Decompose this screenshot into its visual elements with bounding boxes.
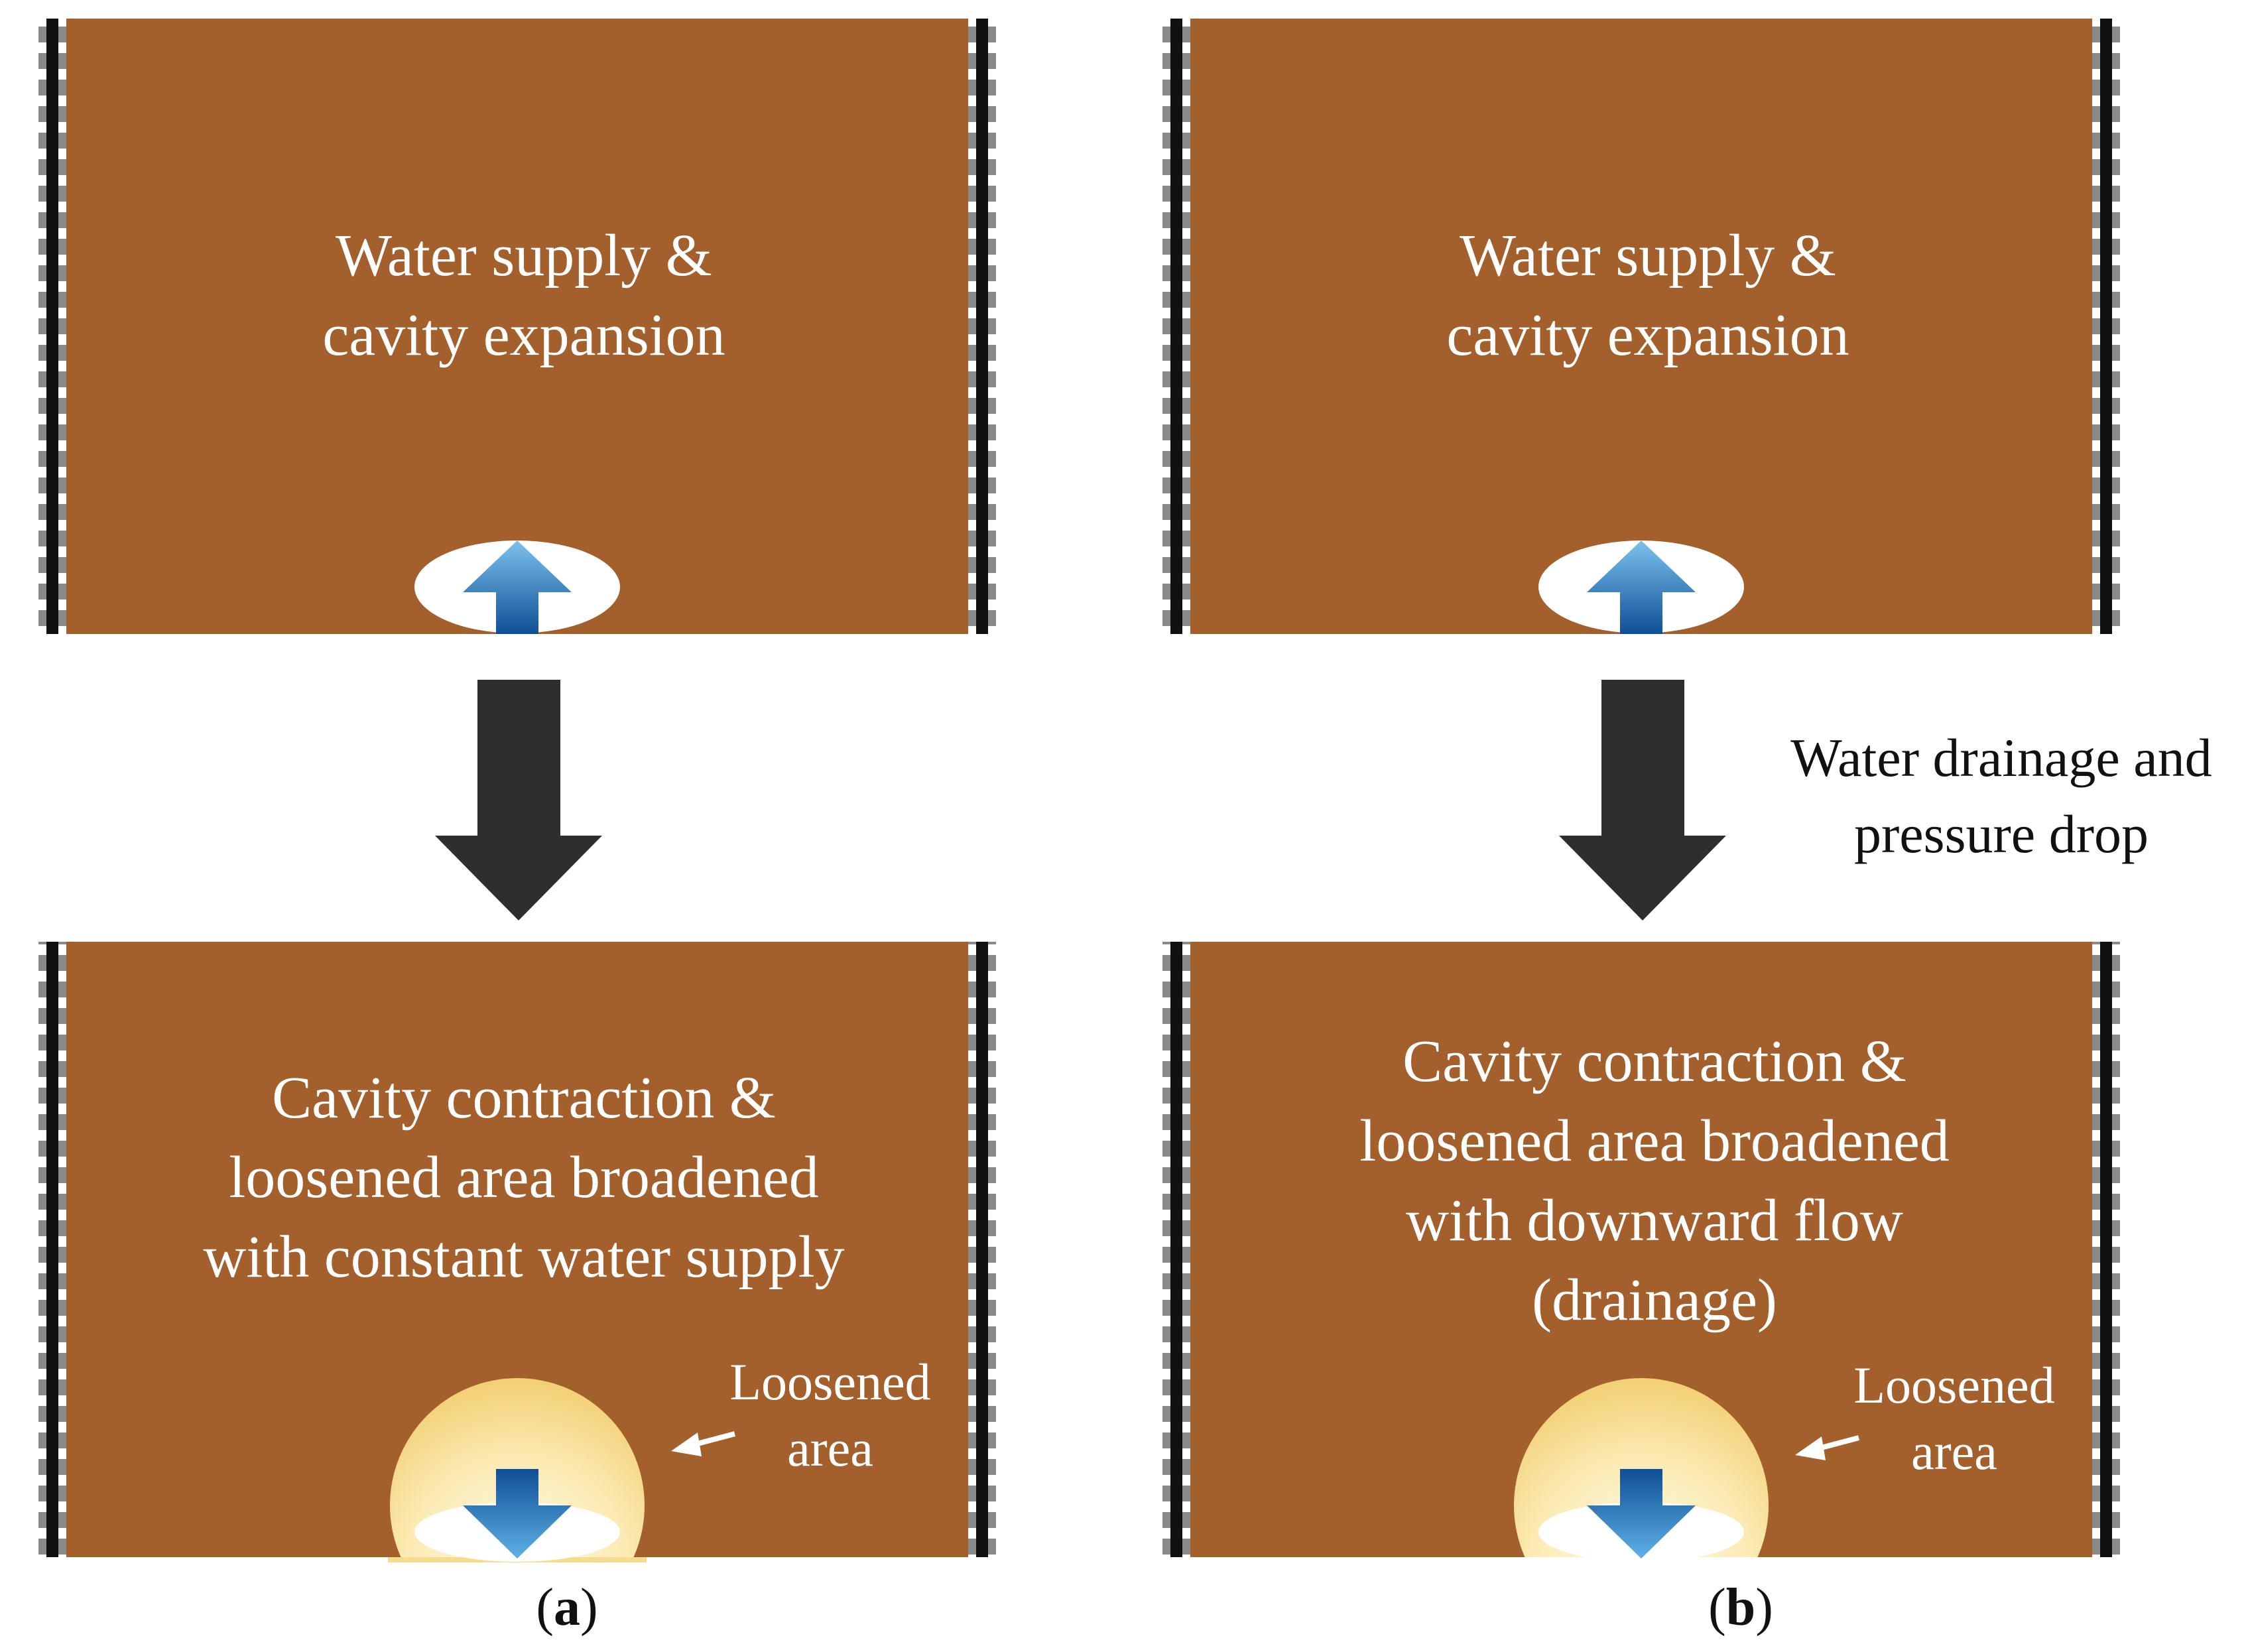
loosened-label-line1: Loosened	[1853, 1356, 2054, 1414]
soil-block	[66, 19, 968, 634]
wall-line	[46, 942, 58, 1557]
top-box-line1: Water supply &	[336, 223, 712, 288]
bottom-box-line3: with downward flow	[1406, 1188, 1903, 1253]
bottom-box-a: Cavity contraction & loosened area broad…	[38, 942, 996, 1562]
cavity-mask	[1522, 634, 1761, 687]
wall-line	[1170, 19, 1182, 634]
wall-dashes	[968, 19, 976, 634]
wall-line	[46, 19, 58, 634]
wall-dashes	[2112, 942, 2120, 1557]
soil-block	[1190, 19, 2092, 634]
bottom-box-line4: (drainage)	[1532, 1267, 1777, 1333]
wall-dashes	[988, 942, 996, 1557]
transition-arrow-a	[435, 680, 602, 921]
panel-label-b: (b)	[1708, 1578, 1773, 1637]
loosened-label-line1: Loosened	[729, 1353, 930, 1411]
wall-dashes	[58, 942, 66, 1557]
flow-up-arrow	[463, 540, 572, 634]
pointer-arrow	[671, 1431, 736, 1456]
bottom-box-line2: loosened area broadened	[229, 1145, 819, 1210]
bottom-box-line2: loosened area broadened	[1359, 1108, 1950, 1174]
transition-text-line2: pressure drop	[1854, 804, 2149, 864]
wall-dashes	[1182, 942, 1190, 1557]
wall-dashes	[988, 19, 996, 634]
flow-down-arrow	[463, 1469, 572, 1558]
wall-line	[2100, 19, 2112, 634]
top-box-line2: cavity expansion	[322, 302, 725, 368]
wall-dashes	[1182, 19, 1190, 634]
transition-arrow-b	[1559, 680, 1726, 921]
cavity-mask	[398, 634, 637, 687]
wall-dashes	[2112, 19, 2120, 634]
wall-dashes	[2092, 942, 2100, 1557]
bottom-box-line3: with constant water supply	[203, 1224, 844, 1290]
bottom-box-line1: Cavity contraction &	[1403, 1029, 1906, 1094]
wall-line	[976, 942, 988, 1557]
bottom-box-line1: Cavity contraction &	[272, 1065, 776, 1131]
wall-dashes	[1162, 942, 1170, 1557]
bottom-box-b: Cavity contraction & loosened area broad…	[1162, 942, 2120, 1562]
wall-dashes	[2092, 19, 2100, 634]
top-box-line2: cavity expansion	[1446, 302, 1849, 368]
wall-dashes	[38, 942, 46, 1557]
wall-line	[1170, 942, 1182, 1557]
flow-up-arrow	[1587, 540, 1696, 634]
wall-dashes	[1162, 19, 1170, 634]
panel-b: Water supply & cavity expansion Water dr…	[1162, 19, 2212, 1637]
pointer-arrow	[1795, 1435, 1860, 1460]
wall-line	[2100, 942, 2112, 1557]
wall-dashes	[968, 942, 976, 1557]
panel-a: Water supply & cavity expansion Cavity c…	[38, 19, 996, 1637]
wall-dashes	[38, 19, 46, 634]
panel-label-a: (a)	[536, 1578, 597, 1637]
transition-text-line1: Water drainage and	[1790, 728, 2212, 788]
top-box-b: Water supply & cavity expansion	[1162, 19, 2120, 687]
loosened-label-line2: area	[787, 1419, 873, 1477]
flow-down-arrow	[1587, 1469, 1696, 1558]
wall-line	[976, 19, 988, 634]
top-box-line1: Water supply &	[1460, 223, 1836, 288]
loosened-label-line2: area	[1911, 1423, 1997, 1480]
top-box-a: Water supply & cavity expansion	[38, 19, 996, 687]
wall-dashes	[58, 19, 66, 634]
